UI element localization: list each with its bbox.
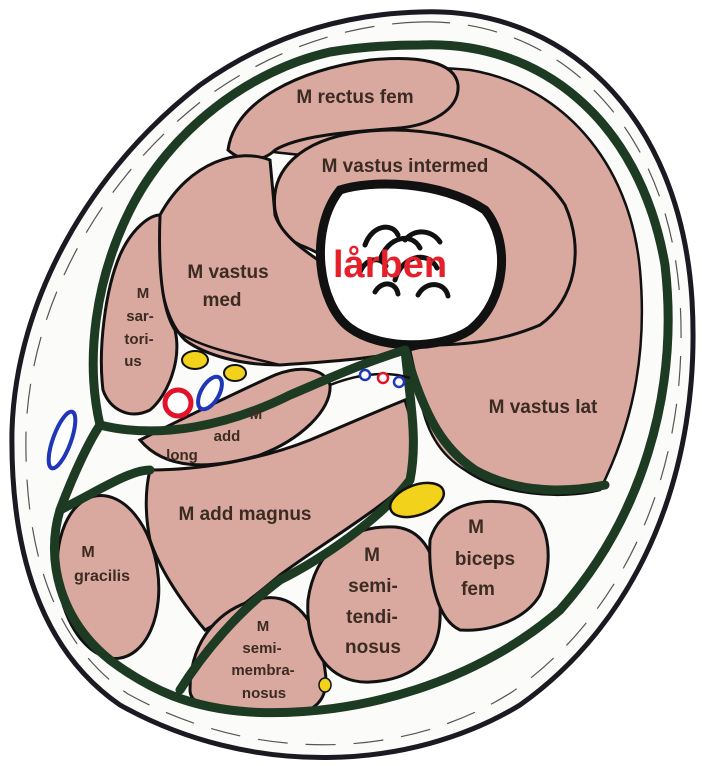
svg-text:M add magnus: M add magnus [178, 504, 311, 525]
svg-text:med: med [202, 290, 241, 311]
svg-text:M vastus intermed: M vastus intermed [322, 156, 489, 177]
svg-text:add: add [214, 428, 241, 445]
svg-text:M: M [137, 285, 150, 302]
label-vastus-medialis: M vastus med [187, 262, 268, 311]
svg-text:M: M [364, 545, 380, 566]
label-vastus-intermedius: M vastus intermed [322, 156, 489, 177]
label-semimembranosus: M semi- membra- nosus [231, 618, 294, 702]
svg-text:tori-: tori- [124, 331, 153, 348]
svg-text:nosus: nosus [242, 685, 286, 702]
svg-text:M: M [250, 406, 263, 423]
nerve-saphenous [181, 350, 209, 370]
label-semitendinosus: M semi- tendi- nosus [345, 545, 401, 658]
muscle-biceps-femoris [428, 499, 550, 632]
nerve-posterior-small [318, 677, 332, 693]
label-adductor-longus: M add long [166, 406, 262, 464]
svg-text:M vastus lat: M vastus lat [489, 397, 598, 418]
femoral-vein [196, 374, 224, 412]
svg-text:semi-: semi- [348, 576, 398, 597]
svg-text:gracilis: gracilis [74, 568, 130, 585]
svg-text:tendi-: tendi- [346, 607, 398, 628]
femur-label: lårben [333, 244, 447, 286]
neurovascular-bundle-profunda [358, 368, 406, 389]
svg-text:M: M [257, 618, 270, 635]
svg-text:M: M [468, 517, 484, 538]
vein-small-2 [392, 375, 406, 389]
label-biceps-femoris: M biceps fem [455, 517, 515, 600]
svg-text:semi-: semi- [242, 640, 281, 657]
svg-text:sar-: sar- [126, 308, 154, 325]
svg-text:fem: fem [461, 579, 495, 600]
svg-text:M vastus: M vastus [187, 262, 268, 283]
label-adductor-magnus: M add magnus [178, 504, 311, 525]
femur-cortex [316, 179, 506, 350]
artery-small [376, 371, 390, 385]
svg-text:membra-: membra- [231, 662, 294, 679]
muscle-sartorius [99, 213, 179, 416]
muscle-adductor-magnus [144, 398, 417, 632]
svg-text:long: long [166, 447, 198, 464]
svg-text:nosus: nosus [345, 637, 401, 658]
great-saphenous-vein [46, 409, 78, 471]
vein-small-1 [358, 368, 372, 382]
svg-text:M rectus fem: M rectus fem [296, 87, 413, 108]
svg-text:us: us [124, 353, 142, 370]
neurovascular-bundle-medial [162, 350, 247, 419]
muscle-rectus-femoris [226, 56, 460, 161]
sciatic-nerve [388, 481, 446, 519]
label-vastus-lateralis: M vastus lat [489, 397, 598, 418]
label-sartorius: M sar- tori- us [124, 285, 154, 370]
label-gracilis: M gracilis [74, 544, 130, 585]
svg-text:M: M [81, 544, 94, 561]
svg-text:biceps: biceps [455, 549, 515, 570]
fascia-lines [50, 40, 673, 718]
skin-inner-line [25, 21, 682, 746]
label-rectus-femoris: M rectus fem [296, 87, 413, 108]
femur-marrow-texture [357, 224, 451, 299]
femoral-artery [162, 387, 194, 419]
nerve-small [223, 364, 247, 382]
